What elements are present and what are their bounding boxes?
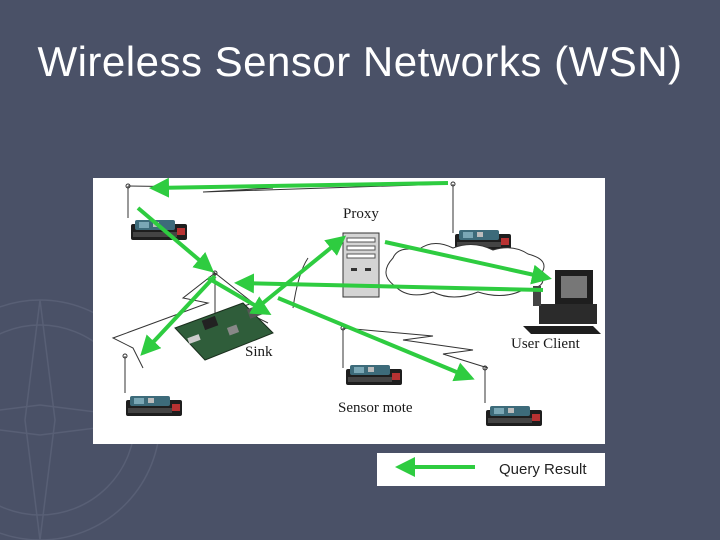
arrow-sink-to-bottom-right xyxy=(277,296,475,382)
sensor-mote-bottom-right xyxy=(486,406,542,426)
legend-query-result-label: Query Result xyxy=(499,461,587,478)
arrow-client-to-sink xyxy=(234,273,544,294)
proxy-label: Proxy xyxy=(343,206,379,222)
user-client-computer-icon xyxy=(523,270,601,334)
arrow-proxy-to-client xyxy=(384,240,552,285)
sensor-mote-center xyxy=(346,365,402,385)
sensor-mote-bottom-left xyxy=(126,396,182,416)
arrow-top-left-to-sink xyxy=(136,206,215,273)
arrow-top-right-to-top-left xyxy=(149,178,449,198)
wire-proxy-sink xyxy=(292,257,309,309)
arrow-sink-to-bottom-left xyxy=(140,274,217,356)
query-result-arrows xyxy=(136,178,552,382)
radio-link-left xyxy=(111,272,216,369)
sensor-mote-top-left xyxy=(131,220,187,240)
legend: Query Result xyxy=(377,453,605,486)
arrow-sink-to-proxy xyxy=(261,235,347,305)
radio-link-right xyxy=(342,327,489,369)
wsn-diagram: Proxy User Client Sink Sensor mote xyxy=(93,178,605,444)
user-client-label: User Client xyxy=(511,336,580,352)
diagram-canvas xyxy=(111,178,601,426)
legend-arrow-icon xyxy=(395,457,475,477)
arrow-to-sink-board xyxy=(206,276,272,316)
slide-title: Wireless Sensor Networks (WSN) xyxy=(37,38,683,85)
sensor-mote-label: Sensor mote xyxy=(338,400,413,416)
sink-label: Sink xyxy=(245,344,273,360)
